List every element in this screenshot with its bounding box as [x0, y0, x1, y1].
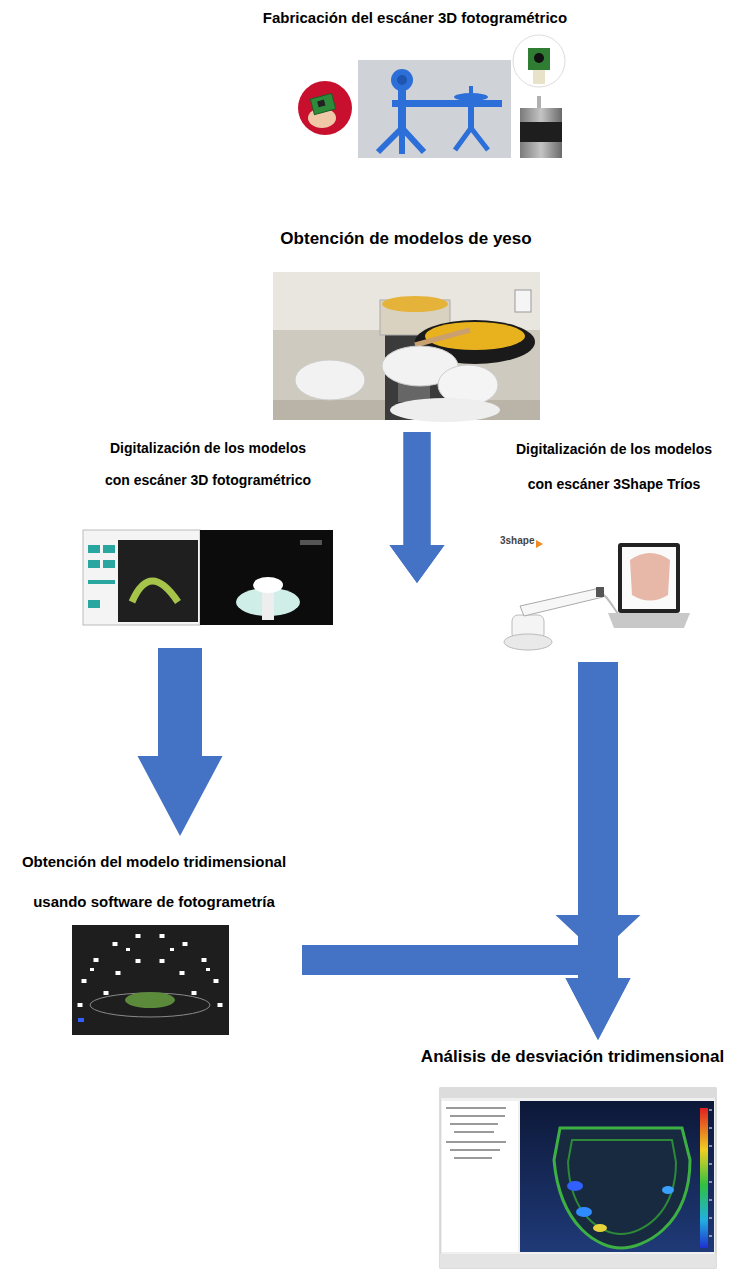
scanner-photo	[200, 530, 333, 625]
logo-chevron	[536, 540, 543, 548]
status-bar	[440, 1254, 716, 1268]
motor-band	[520, 122, 562, 142]
step-heading: Análisis de desviación tridimensional	[400, 1046, 745, 1068]
flow-step: Digitalización de los modelos con escáne…	[80, 432, 336, 630]
tree-panel	[442, 1101, 518, 1252]
motor-shaft	[537, 96, 541, 110]
dental-scan	[630, 553, 670, 601]
flow-step: Análisis de desviación tridimensional	[400, 1046, 745, 1270]
tree-items	[446, 1108, 506, 1158]
step-heading: Obtención de modelos de yeso	[250, 228, 562, 250]
raspberry-badge	[298, 81, 352, 135]
dental-arch-model	[554, 1128, 690, 1248]
scale-ticks	[709, 1110, 712, 1236]
deviation-area	[567, 1181, 583, 1191]
block-arrow	[556, 662, 641, 1040]
outlet	[515, 290, 531, 312]
trios-scanner-picture	[504, 540, 690, 650]
arrow-head	[138, 756, 223, 836]
turntable-post	[468, 98, 474, 130]
render-background	[358, 60, 511, 158]
step-heading: Fabricación del escáner 3D fotogramétric…	[200, 8, 630, 28]
gloved-hand	[295, 360, 365, 400]
camera-holder	[391, 69, 413, 91]
camera-orbit	[90, 993, 210, 1017]
flow-step: Obtención de modelos de yeso	[250, 228, 562, 424]
block-arrow	[138, 648, 223, 836]
flow-step: Fabricación del escáner 3D fotogramétric…	[200, 8, 630, 163]
photo-background	[273, 272, 540, 420]
step-heading: Digitalización de los modelos con escáne…	[101, 432, 316, 496]
laptop-base	[608, 613, 690, 628]
block-arrow	[390, 432, 445, 583]
3d-viewport	[520, 1101, 714, 1252]
lamp	[300, 540, 322, 545]
app-window	[83, 530, 200, 625]
step-heading: Digitalización de los modelos con escáne…	[507, 432, 722, 502]
deviation-area	[593, 1224, 607, 1232]
laptop-screen	[618, 543, 680, 613]
turntable-stand	[262, 592, 274, 620]
turntable-pin	[469, 86, 473, 96]
scanner-rail	[392, 100, 502, 107]
arrow-shaft	[158, 648, 202, 757]
arrow-head	[566, 978, 631, 1040]
block-arrow	[390, 432, 445, 583]
camera-module	[528, 48, 550, 70]
deviation-area	[576, 1207, 592, 1217]
axis-marker	[78, 1018, 84, 1022]
deviation-area	[662, 1186, 674, 1194]
turntable-legs	[455, 128, 488, 150]
app-viewport	[118, 540, 198, 622]
scanner-base	[504, 634, 552, 650]
analysis-window	[440, 1088, 716, 1268]
laptop-display	[622, 547, 676, 609]
deviation-analysis-picture	[440, 1088, 716, 1268]
plaster-photo	[273, 272, 540, 422]
arrow-shaft	[302, 960, 598, 979]
window-titlebar	[440, 1088, 716, 1098]
arrow-head	[390, 545, 445, 583]
block-arrow	[302, 960, 631, 1040]
app-buttons	[88, 545, 115, 608]
ribbon-cable	[533, 70, 545, 84]
flow-step: Obtención del modelo tridimensional usan…	[8, 842, 300, 1037]
wand-tip	[596, 587, 604, 597]
plaster-model	[253, 577, 283, 593]
spatula	[415, 330, 470, 345]
arrow-head	[566, 978, 631, 1040]
camera-badge	[513, 35, 565, 87]
arrow-shaft	[404, 432, 431, 546]
circuit-board	[310, 93, 335, 114]
camera-holder-hole	[397, 75, 407, 85]
arm	[390, 398, 500, 422]
chip	[317, 100, 325, 108]
green-model	[132, 581, 178, 602]
camera-positions	[78, 934, 223, 1007]
photogrammetry-software-picture	[72, 925, 229, 1035]
scanner-wand	[520, 588, 603, 616]
plaster-in-cup	[382, 296, 448, 312]
scanner-parts-picture	[298, 35, 565, 158]
arch-contour	[568, 1140, 676, 1234]
arrow-head	[390, 545, 445, 583]
photogrammetry-capture-picture	[83, 530, 333, 625]
software-background	[72, 925, 229, 1035]
tripod-legs	[378, 128, 424, 154]
camera-lens	[534, 53, 544, 63]
logo-text: 3shape	[500, 535, 534, 546]
arrow-shaft	[404, 432, 431, 546]
step-heading: Obtención del modelo tridimensional usan…	[12, 842, 297, 922]
point-cloud-model	[125, 992, 175, 1008]
stepper-motor	[520, 108, 562, 158]
color-scale	[700, 1108, 708, 1248]
